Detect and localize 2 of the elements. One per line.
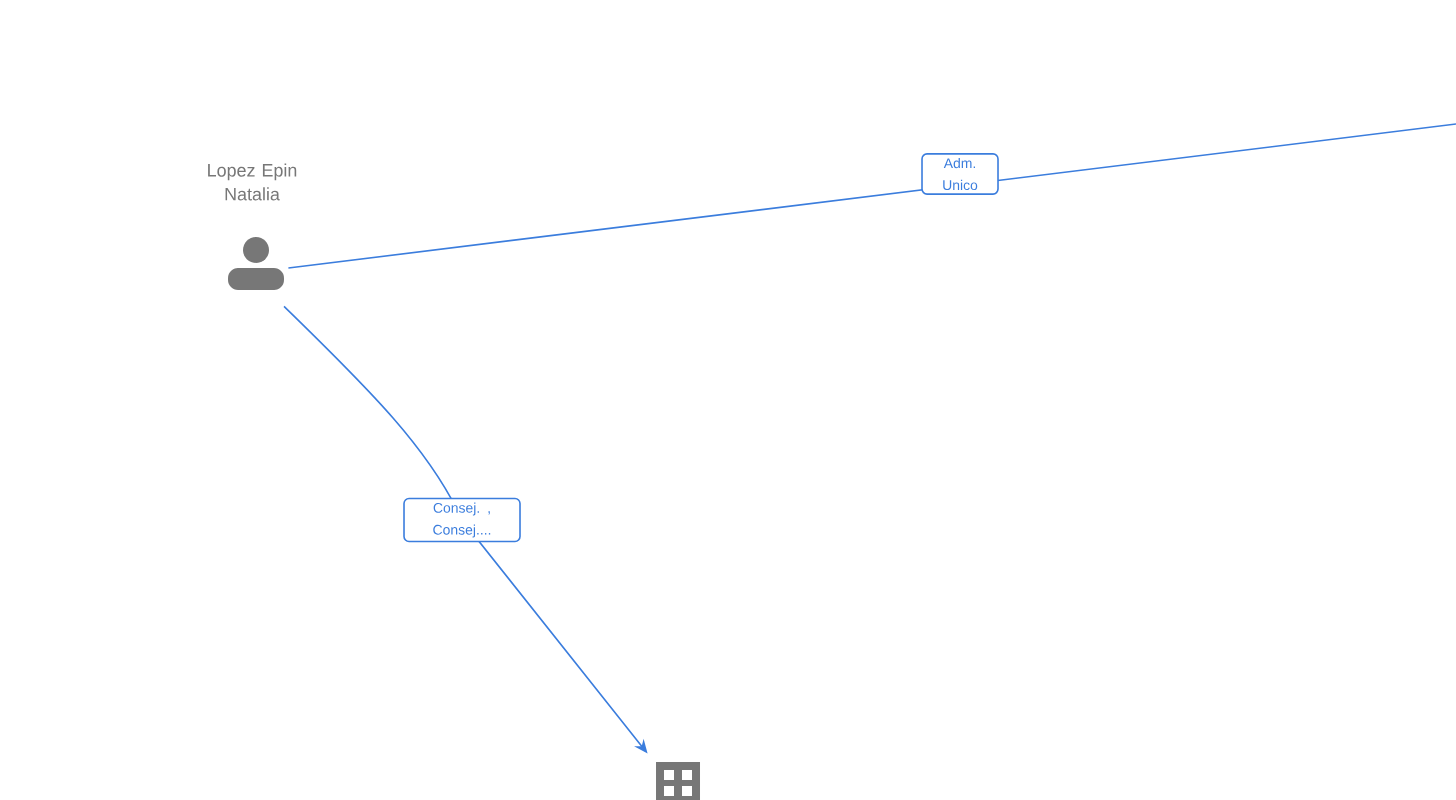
- building-icon: [656, 762, 700, 800]
- person-name: Lopez Epin Natalia: [208, 163, 297, 201]
